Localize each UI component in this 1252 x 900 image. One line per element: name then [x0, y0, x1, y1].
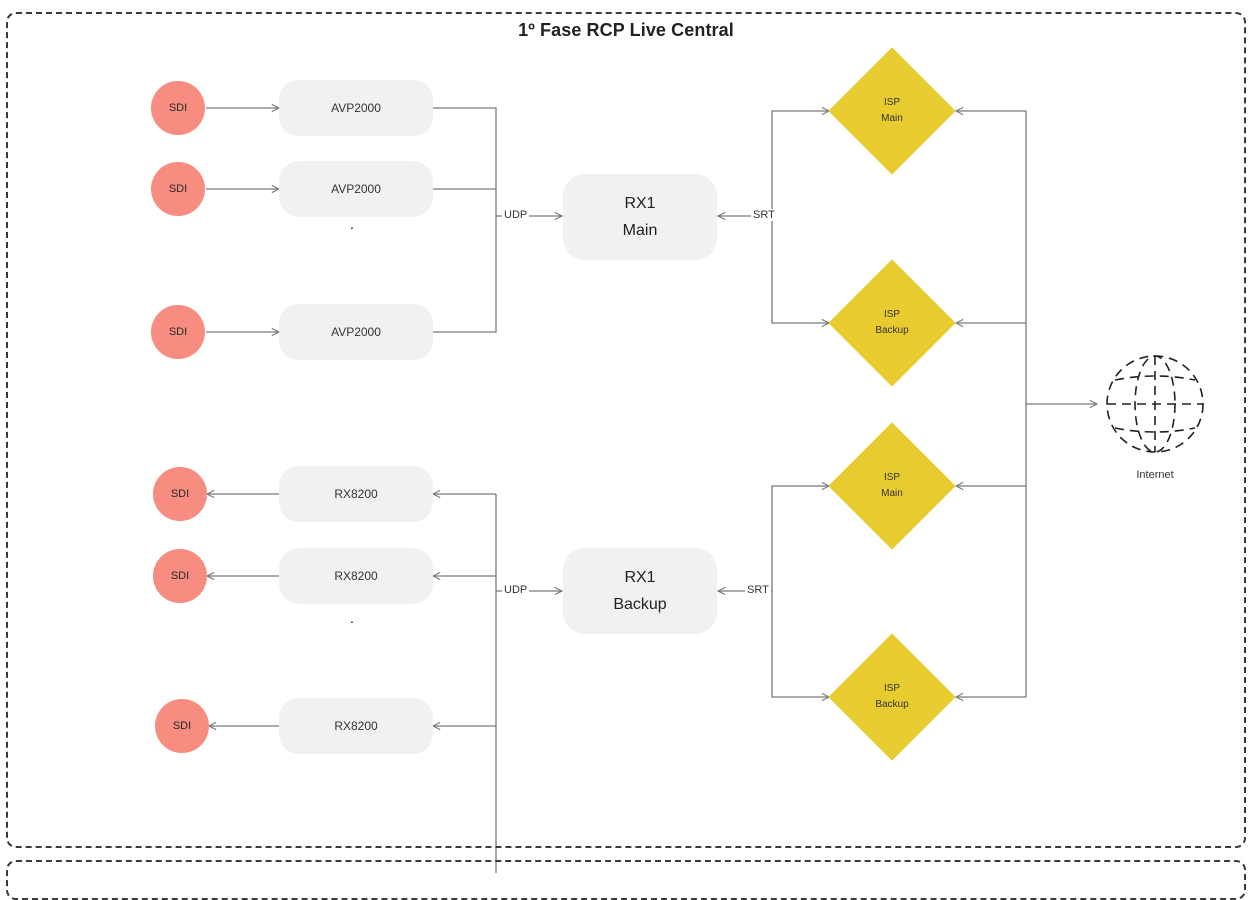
rx1-main-node: RX1 Main — [563, 174, 717, 260]
sdi-output-3: SDI — [155, 699, 209, 753]
diagram-title: 1º Fase RCP Live Central — [518, 20, 734, 40]
ellipsis-dot: . — [350, 216, 354, 232]
isp-label: ISP — [883, 683, 901, 694]
edge-srt-isp2 — [771, 216, 829, 323]
isp-label: ISP — [883, 472, 901, 483]
udp-label-top: UDP — [502, 209, 530, 221]
srt-label-top: SRT — [751, 209, 777, 221]
globe-icon — [1106, 355, 1204, 453]
rx8200-decoder-1: RX8200 — [279, 466, 433, 522]
isp-backup-bottom: ISP Backup — [827, 632, 957, 762]
isp-role: Backup — [875, 325, 909, 336]
rx1-backup-subtitle: Backup — [613, 596, 667, 613]
avp2000-encoder-2: AVP2000 — [279, 161, 433, 217]
isp-role: Main — [881, 113, 903, 124]
edge-srt-isp3 — [771, 486, 829, 591]
rx8200-decoder-2: RX8200 — [279, 548, 433, 604]
isp-main-top: ISP Main — [827, 46, 957, 176]
isp-label: ISP — [883, 309, 901, 320]
ellipsis-dot: . — [350, 610, 354, 626]
sdi-source-2: SDI — [151, 162, 205, 216]
udp-bus-top — [432, 107, 497, 333]
next-phase-boundary — [6, 860, 1246, 900]
isp-role: Backup — [875, 699, 909, 710]
isp-role: Main — [881, 488, 903, 499]
isp-backup-top: ISP Backup — [827, 258, 957, 388]
internet-label: Internet — [1136, 469, 1174, 481]
rx1-main-title: RX1 — [624, 195, 656, 212]
rx1-backup-title: RX1 — [624, 569, 656, 586]
ellipsis-dot: . — [350, 216, 354, 232]
udp-label-bottom: UDP — [502, 584, 530, 596]
phase-boundary — [6, 12, 1246, 848]
srt-label-bottom: SRT — [745, 584, 771, 596]
edge-srt-isp1 — [771, 111, 829, 216]
ellipsis-dot: . — [350, 216, 354, 232]
ellipsis-dot: . — [350, 610, 354, 626]
ellipsis-dot: . — [350, 610, 354, 626]
sdi-source-1: SDI — [151, 81, 205, 135]
rx1-backup-node: RX1 Backup — [563, 548, 717, 634]
isp-label: ISP — [883, 97, 901, 108]
avp2000-encoder-3: AVP2000 — [279, 304, 433, 360]
rx1-main-subtitle: Main — [622, 222, 658, 239]
isp-main-bottom: ISP Main — [827, 421, 957, 551]
edge-srt-isp4 — [771, 591, 829, 697]
sdi-output-2: SDI — [153, 549, 207, 603]
sdi-source-3: SDI — [151, 305, 205, 359]
avp2000-encoder-1: AVP2000 — [279, 80, 433, 136]
sdi-output-1: SDI — [153, 467, 207, 521]
rx8200-decoder-3: RX8200 — [279, 698, 433, 754]
